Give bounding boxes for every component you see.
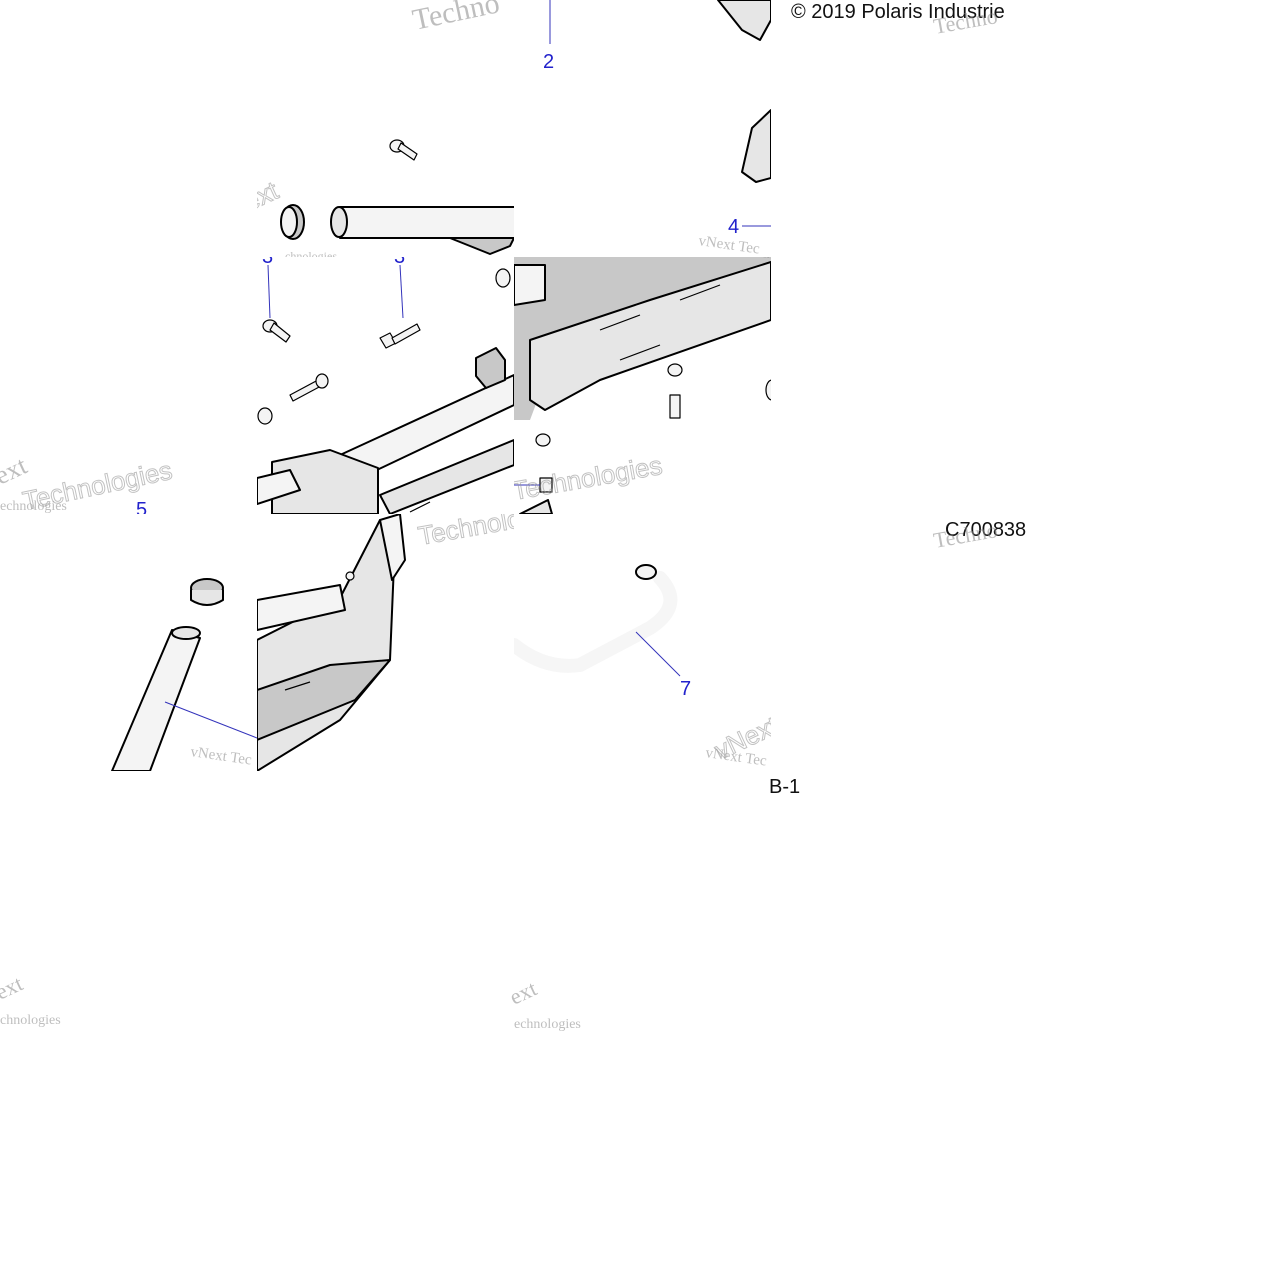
- tube: [330, 206, 514, 239]
- nut-small: [257, 407, 273, 425]
- watermark-technologies-outline-2: Technologies: [510, 450, 665, 506]
- grommet: [190, 578, 224, 606]
- tile-lower-mid: ext echnologies: [506, 976, 581, 1032]
- watermark-echnologies: echnologies: [0, 499, 67, 514]
- tile-copyright: © 2019 Polaris Industrie Techno: [791, 1, 1005, 39]
- watermark-vnext-tec: vNext Tec: [184, 228, 248, 252]
- watermark-ogies: chnologies: [285, 249, 337, 263]
- tile-frame-side: Technologies: [257, 514, 514, 771]
- copyright-text: © 2019 Polaris Industrie: [791, 1, 1005, 23]
- watermark-vnext-tec-3: vNext Tec: [189, 744, 253, 768]
- callout-7: 7: [680, 678, 691, 700]
- tile-left-mid: ext echnologies Technologies 5: [0, 450, 175, 521]
- bracket-edge: [449, 237, 514, 255]
- tile-grommet-post: vNext Tec: [111, 578, 257, 771]
- tile-handle: 7 vNext Tec vNext: [514, 564, 771, 770]
- watermark-chnologies: chnologies: [0, 1013, 61, 1028]
- bolt-center: [379, 323, 421, 349]
- leader-3a: [267, 264, 271, 319]
- sheet-fragment: B-1: [769, 776, 800, 798]
- callout-3b: 3: [394, 246, 405, 268]
- watermark-vnext-outline: vNext: [210, 175, 284, 231]
- watermark-technologies-outline: Technologies: [20, 455, 175, 516]
- bolt-left: [262, 319, 291, 343]
- watermark-vnext-tec-2: vNext Tec: [697, 233, 761, 257]
- grab-handle: [514, 564, 678, 673]
- tile-bolts-frame: 3 3 6: [233, 246, 514, 514]
- nut-right: [495, 268, 511, 288]
- bracket-tab: [519, 499, 553, 514]
- leader-6: [240, 474, 243, 514]
- watermark-ext-2: ext: [0, 971, 26, 1005]
- tile-lower-left: ext chnologies: [0, 971, 61, 1028]
- watermark-techno-3: Techno: [932, 517, 1000, 553]
- post-tube: [111, 626, 201, 771]
- bolt-lower: [289, 373, 329, 402]
- callout-3a: 3: [262, 246, 273, 268]
- callout-6: 6: [233, 452, 244, 474]
- tile-cap-and-tube: Techno vNext Tec vNext chnologies: [184, 0, 514, 263]
- callout-4: 4: [728, 216, 739, 238]
- watermark-techno: Techno: [410, 0, 503, 37]
- leader-3b: [399, 264, 404, 319]
- tile-skid-plate: es Inc. vNext Technologies Technologies: [510, 257, 831, 514]
- drawing-code: C700838: [945, 519, 1026, 541]
- frame-crossmember: [257, 347, 514, 514]
- bolt-upper: [389, 139, 418, 161]
- callout-5: 5: [136, 499, 147, 521]
- frame-side-edge: [741, 109, 771, 183]
- callout-2: 2: [543, 51, 554, 73]
- leader-7: [635, 631, 681, 677]
- frame-upper-edge: [717, 0, 771, 41]
- tile-callout-2: 2 4 vNext Tec: [543, 0, 771, 257]
- end-cap: [280, 204, 305, 240]
- leader-5: [164, 701, 257, 739]
- watermark-echnologies-2: echnologies: [514, 1017, 581, 1032]
- watermark-ext-3: ext: [506, 976, 541, 1010]
- copyright-fragment: es Inc.: [772, 257, 831, 279]
